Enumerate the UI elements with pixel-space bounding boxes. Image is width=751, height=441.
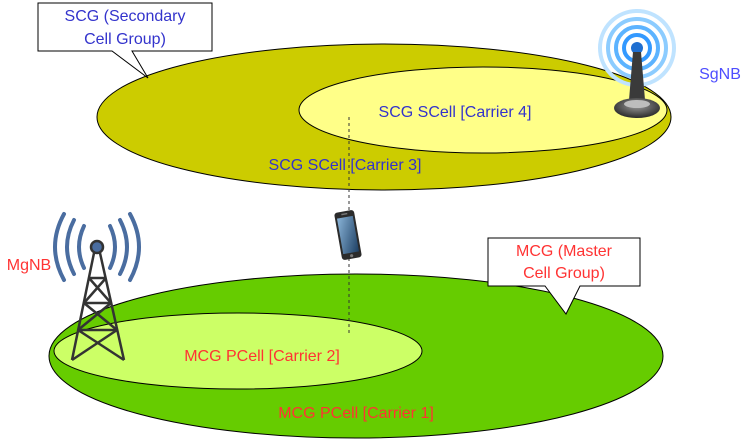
mcg-outer-cell-label: MCG PCell [Carrier 1] <box>278 405 434 422</box>
scg-inner-cell-label: SCG SCell [Carrier 4] <box>379 104 532 121</box>
wireless-antenna-icon <box>598 9 676 118</box>
mcg-callout-line1: MCG (Master <box>516 243 613 260</box>
scg-callout-line2: Cell Group) <box>84 31 166 48</box>
smartphone-icon <box>334 210 362 260</box>
mcg-cells: MCG PCell [Carrier 2] MCG PCell [Carrier… <box>48 273 664 439</box>
cell-tower-structure <box>70 239 126 362</box>
mgnb-label: MgNB <box>7 257 51 274</box>
sgnb-label: SgNB <box>699 66 741 83</box>
scg-callout: SCG (Secondary Cell Group) <box>37 2 213 79</box>
scg-callout-line1: SCG (Secondary <box>65 8 186 25</box>
cell-tower-icon <box>53 212 141 282</box>
mcg-inner-cell-label: MCG PCell [Carrier 2] <box>184 348 340 365</box>
scg-cells: SCG SCell [Carrier 4] SCG SCell [Carrier… <box>96 43 672 191</box>
mcg-callout-line2: Cell Group) <box>523 265 605 282</box>
scg-inner-cell <box>298 66 668 154</box>
mcg-callout: MCG (Master Cell Group) <box>487 237 641 315</box>
scg-outer-cell-label: SCG SCell [Carrier 3] <box>269 157 422 174</box>
mcg-inner-cell <box>53 312 423 390</box>
